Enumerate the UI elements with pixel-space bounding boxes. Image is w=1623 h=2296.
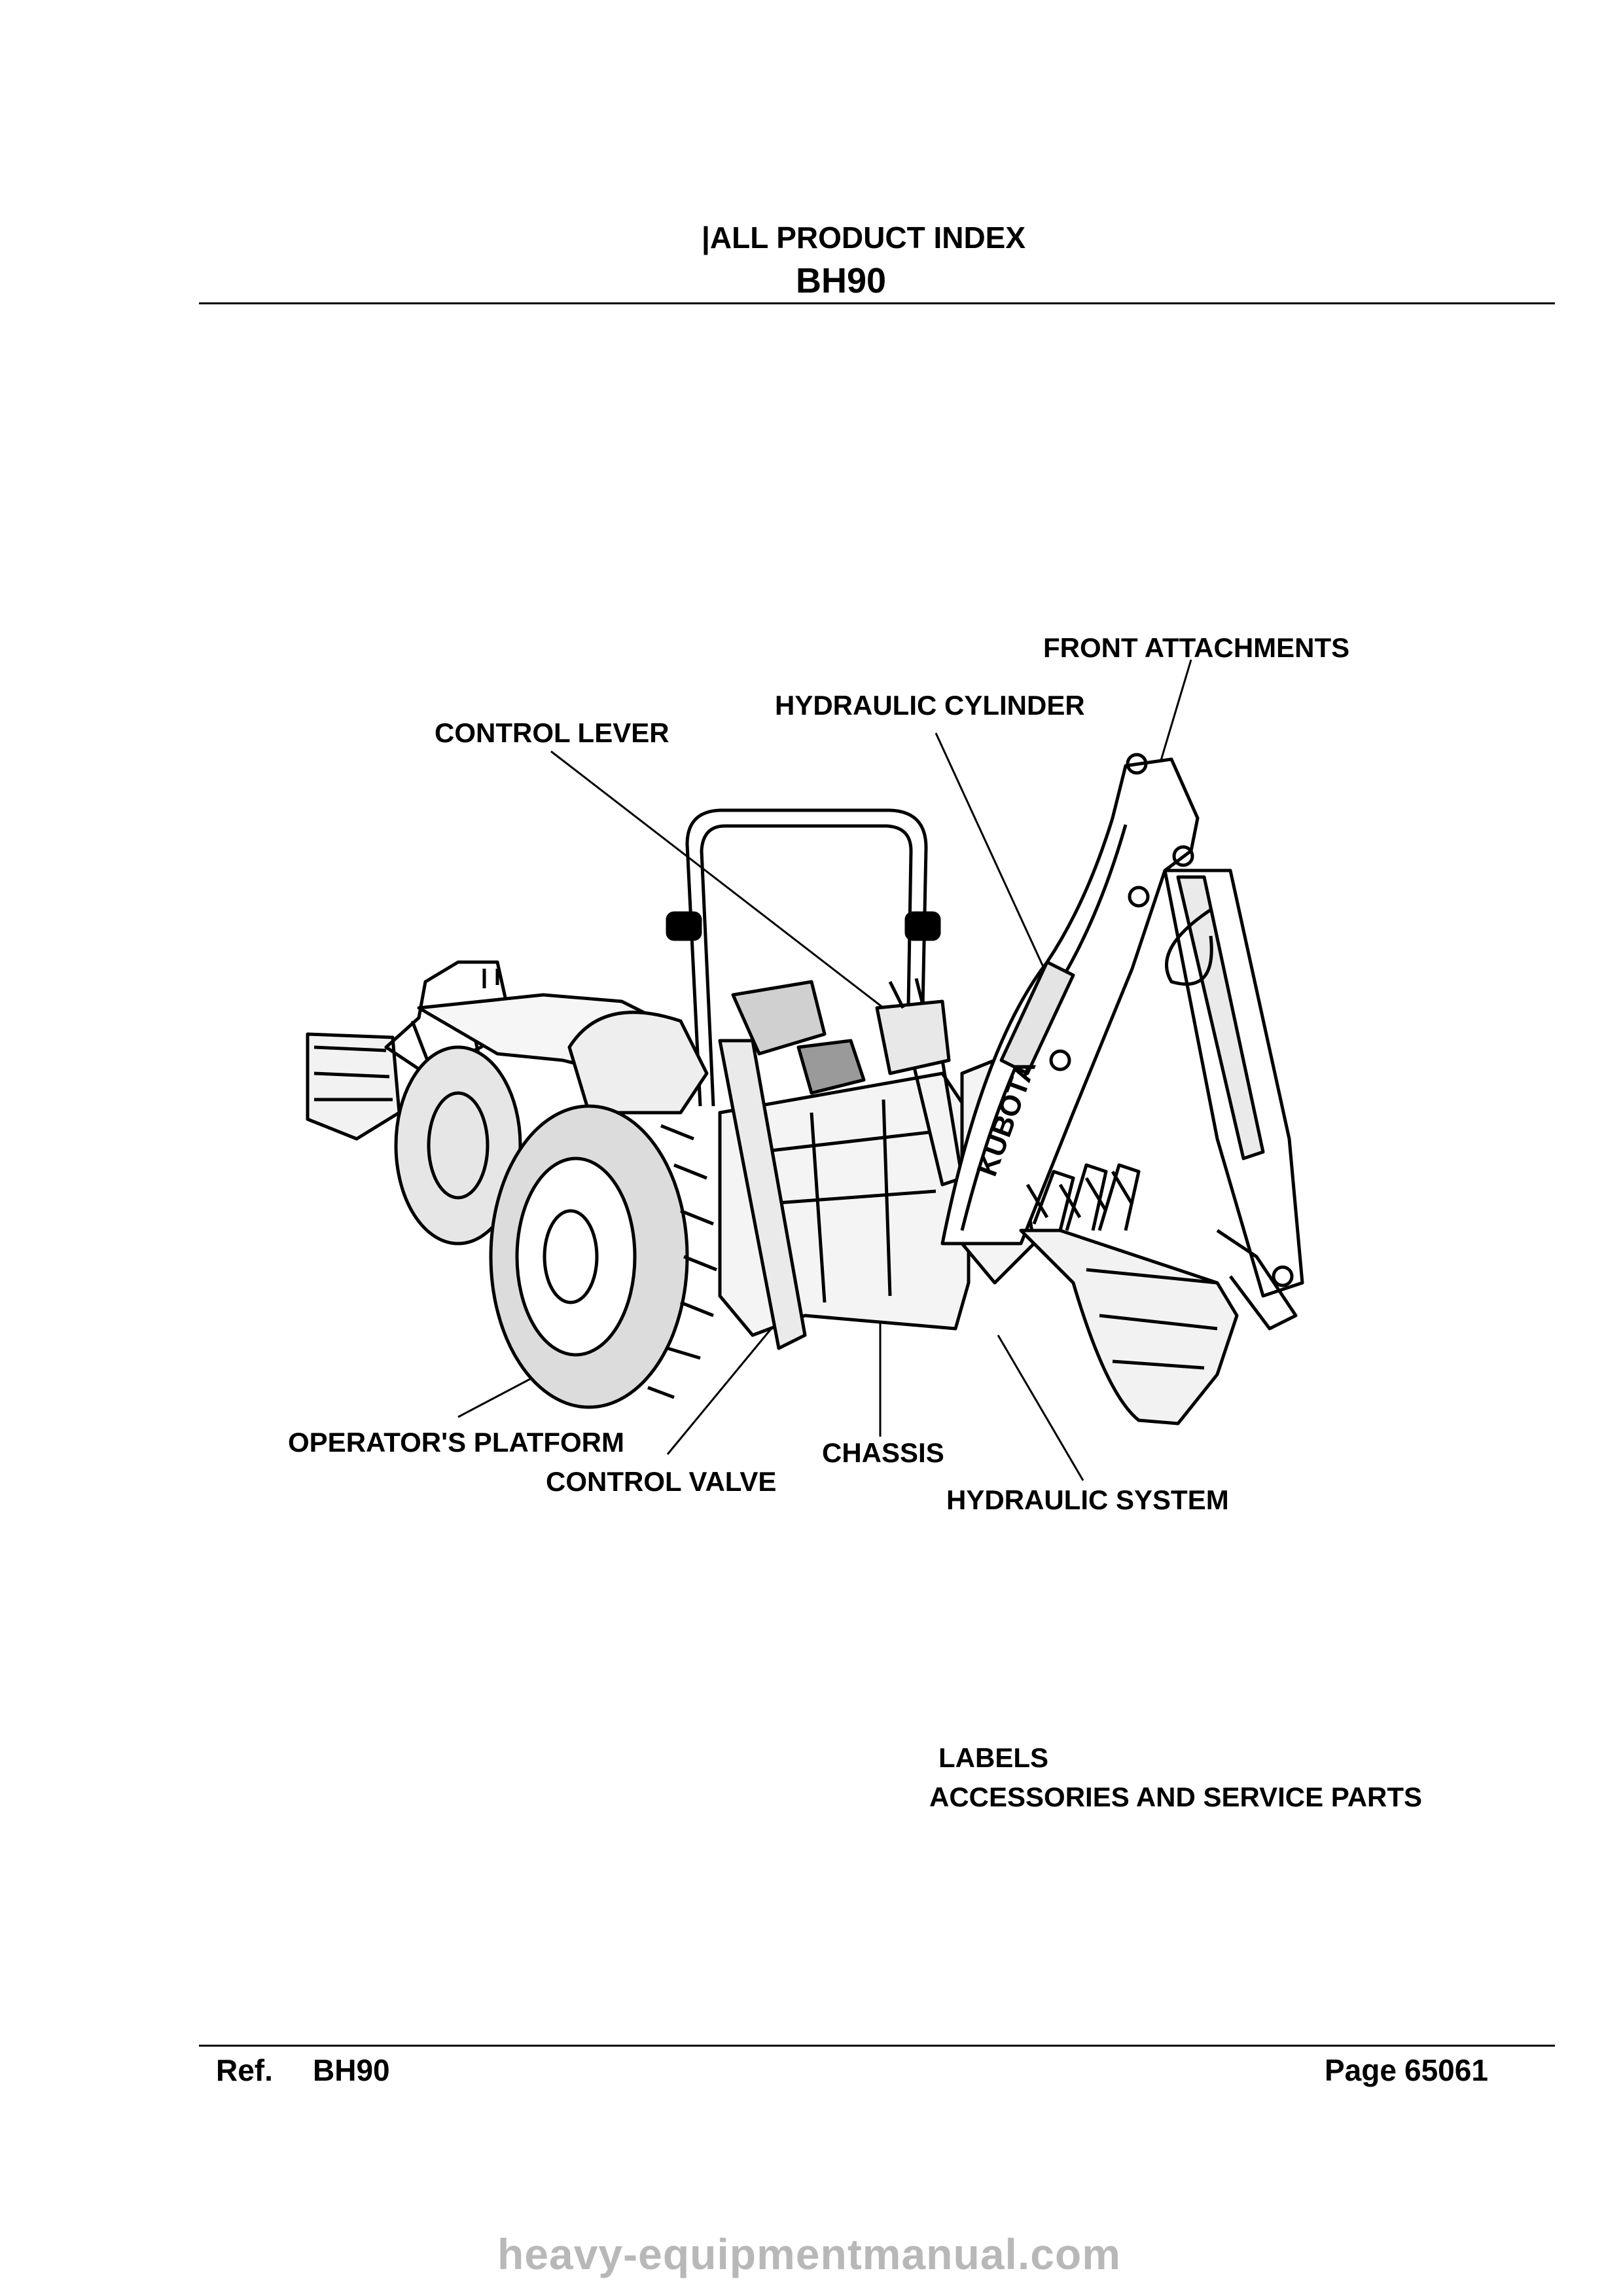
section-accessories: ACCESSORIES AND SERVICE PARTS [929,1782,1423,1812]
callout-chassis: CHASSIS [822,1437,944,1468]
footer-ref-label: Ref. [216,2053,273,2087]
section-labels: LABELS [938,1742,1048,1773]
callout-control-lever: CONTROL LEVER [435,717,669,748]
front-wheel [394,1045,522,1246]
tractor-drawing [306,808,971,1409]
rops-roll-bar [685,808,928,1107]
rear-fender [567,1011,709,1115]
boom-cylinder [999,960,1075,1075]
operator-seat [731,980,827,1056]
callout-hydraulic-system: HYDRAULIC SYSTEM [946,1484,1229,1515]
boom [940,757,1200,1246]
dipper-cylinder [1176,875,1265,1160]
leader-hydraulic-system [997,1335,1084,1481]
leader-hydraulic-cylinder [935,732,1048,976]
leader-control-lever [550,750,901,1022]
header-rule [199,302,1555,304]
model-title: BH90 [796,261,887,300]
footer-ref-value: BH90 [313,2053,390,2087]
control-tower [875,999,951,1075]
callout-front-attachments: FRONT ATTACHMENTS [1043,632,1350,663]
index-title: |ALL PRODUCT INDEX [702,221,1026,255]
site-watermark: heavy-equipmentmanual.com [497,2230,1121,2278]
front-loader-bucket [306,1032,401,1141]
footer-rule [199,2045,1555,2047]
callout-hydraulic-cylinder: HYDRAULIC CYLINDER [775,690,1085,721]
stabilizer-leg-left [718,1039,807,1350]
callout-control-valve: CONTROL VALVE [546,1466,777,1497]
leader-control-valve [666,1315,783,1455]
backhoe-drawing [940,753,1304,1426]
footer-page-label: Page [1325,2053,1397,2087]
footer-page-value: 65061 [1404,2053,1488,2087]
callout-operators-platform: OPERATOR'S PLATFORM [288,1427,624,1458]
leader-front-attachments [1157,659,1192,770]
